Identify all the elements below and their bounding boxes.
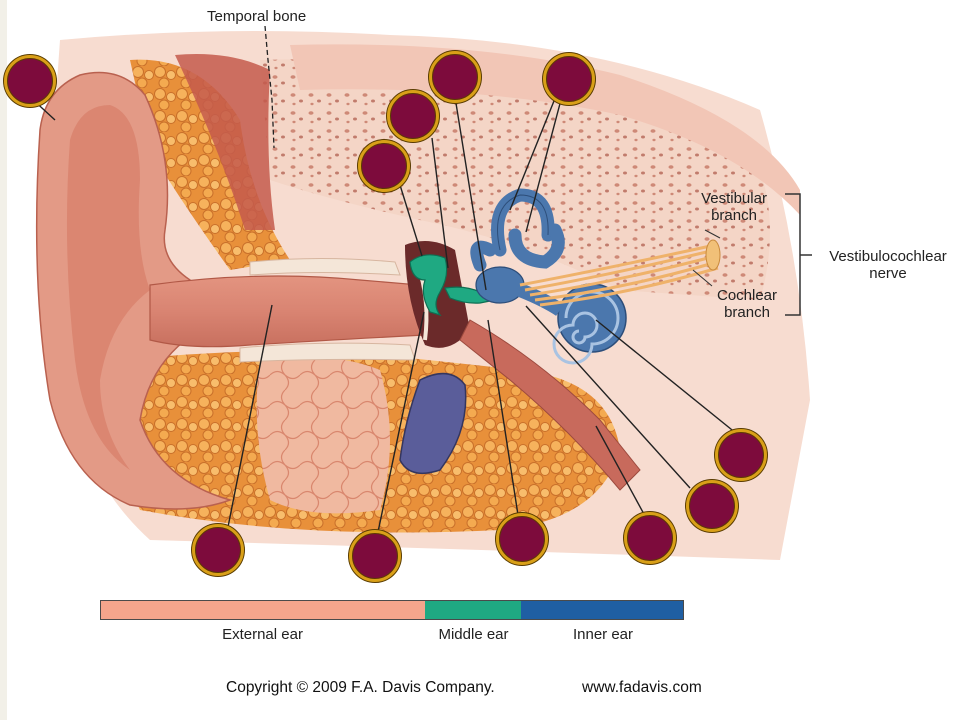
legend-label-inner: Inner ear [572, 626, 634, 643]
marker-leader-lines [29, 95, 743, 533]
vestibular-pointer [704, 229, 721, 239]
website-text: www.fadavis.com [582, 679, 702, 696]
cochlear-pointer [692, 269, 713, 287]
label-marker-incus[interactable] [387, 90, 439, 142]
label-marker-auricle[interactable] [4, 55, 56, 107]
jugular-vessel [399, 372, 467, 475]
vestibulocochlear-nerve-label: Vestibulocochlear nerve [818, 248, 958, 282]
ear-region-legend-bar [100, 600, 684, 620]
nerve-end [705, 239, 721, 271]
label-marker-auditory-tube[interactable] [624, 512, 676, 564]
label-marker-tympanic-membrane[interactable] [349, 530, 401, 582]
ear-canal [149, 275, 426, 348]
canal-bone-upper [249, 258, 401, 276]
label-marker-cochlea[interactable] [715, 429, 767, 481]
auditory-tube [459, 319, 641, 491]
vestibulocochlear-line2: nerve [869, 265, 907, 282]
cochlear-branch-line1: Cochlear [716, 287, 778, 304]
label-marker-semicircular-canals[interactable] [543, 53, 595, 105]
temporal-bone-pointer [264, 25, 275, 149]
legend-segment-1 [424, 601, 522, 619]
vestibulocochlear-nerve [519, 243, 719, 307]
cochlear-branch-line2: branch [724, 304, 770, 321]
copyright-text: Copyright © 2009 F.A. Davis Company. [226, 679, 495, 696]
legend-label-middle: Middle ear [438, 626, 509, 643]
legend-segment-2 [521, 601, 683, 619]
label-marker-stapes[interactable] [429, 51, 481, 103]
cochlear-branch-label: Cochlear branch [707, 287, 787, 321]
label-marker-vestibule[interactable] [686, 480, 738, 532]
semicircular-canals-outline [497, 194, 549, 251]
vestibular-branch-line2: branch [711, 207, 757, 224]
label-marker-malleus[interactable] [358, 140, 410, 192]
label-marker-oval-window[interactable] [496, 513, 548, 565]
vestibulocochlear-line1: Vestibulocochlear [829, 248, 947, 265]
vestibular-branch-label: Vestibular branch [698, 190, 770, 224]
vestibular-branch-line1: Vestibular [701, 190, 767, 207]
nerve-bracket [785, 193, 812, 316]
parotid-gland [256, 356, 390, 514]
temporal-bone-label: Temporal bone [207, 8, 307, 25]
label-marker-external-canal[interactable] [192, 524, 244, 576]
canal-bone-lower [239, 342, 416, 363]
left-margin-strip [0, 0, 7, 720]
temporal-muscle [175, 54, 275, 230]
ossicles-malleus-incus [409, 254, 448, 317]
auricle-inner-fold [66, 105, 150, 470]
legend-segment-0 [101, 601, 425, 619]
legend-label-external: External ear [222, 626, 303, 643]
meninges [290, 44, 800, 215]
